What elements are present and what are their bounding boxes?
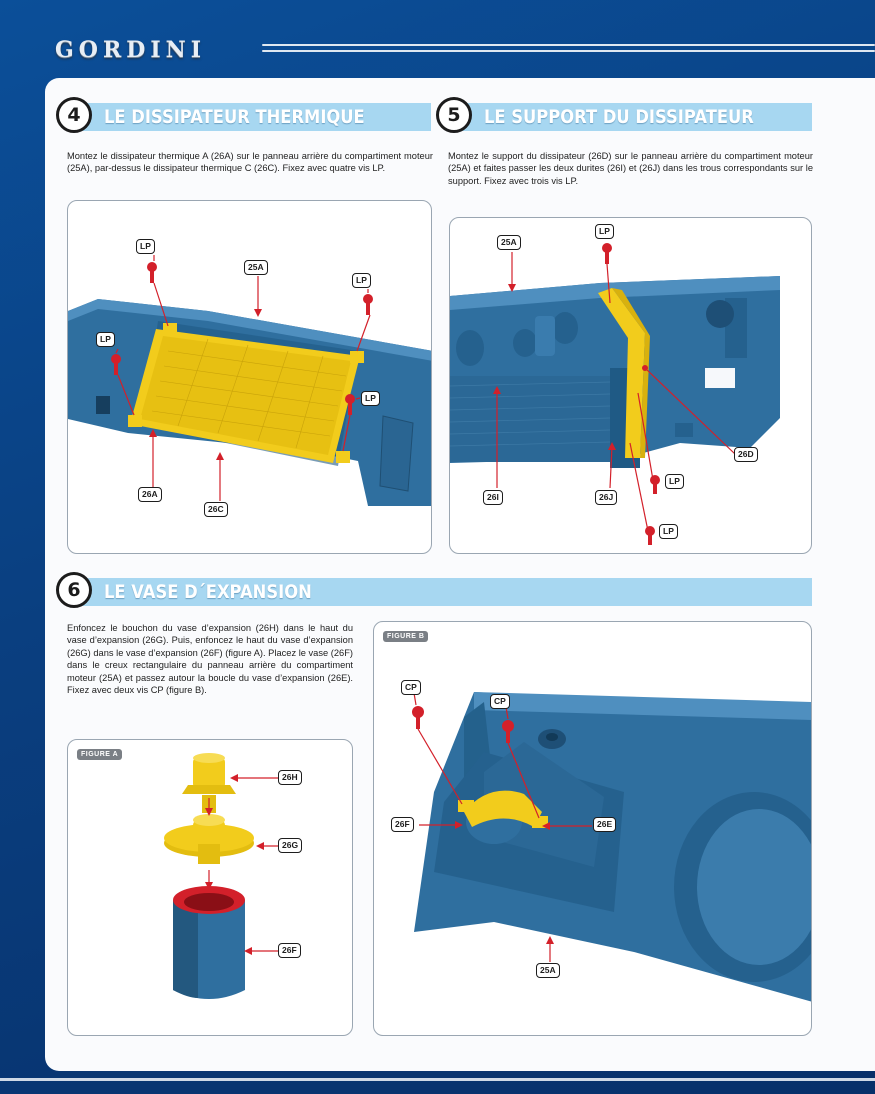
step-5-number: 5 bbox=[436, 97, 472, 133]
callout-cp-2: CP bbox=[490, 694, 510, 709]
callout-26e: 26E bbox=[593, 817, 617, 832]
callout-lp-3: LP bbox=[96, 332, 115, 347]
brand-bar: GORDINI bbox=[0, 0, 875, 78]
brand-logo: GORDINI bbox=[55, 37, 207, 63]
step-4-title: LE DISSIPATEUR THERMIQUE bbox=[104, 106, 365, 128]
figure-b-tag: FIGURE B bbox=[383, 631, 429, 642]
step-6-number: 6 bbox=[56, 572, 92, 608]
figure-b-drawing bbox=[412, 692, 811, 1002]
step-4-band bbox=[78, 103, 431, 131]
step-5-title: LE SUPPORT DU DISSIPATEUR bbox=[484, 106, 754, 128]
step-4-drawing bbox=[68, 255, 431, 506]
step-6-title: LE VASE D´EXPANSION bbox=[104, 581, 312, 603]
brand-lines bbox=[262, 44, 875, 58]
callout-lp-1: LP bbox=[136, 239, 155, 254]
step-5-text: Montez le support du dissipateur (26D) s… bbox=[448, 151, 813, 186]
callout-26f: 26F bbox=[391, 817, 414, 832]
step-5-illustration: 25A LP 26D LP 26I 26J LP bbox=[449, 217, 812, 554]
callout-lp-1: LP bbox=[595, 224, 614, 239]
figure-a-drawing bbox=[164, 753, 278, 999]
figure-b-illustration: FIGURE B CP CP 26F 26E 25A bbox=[373, 621, 812, 1036]
callout-25a: 25A bbox=[497, 235, 521, 250]
callout-cp-1: CP bbox=[401, 680, 421, 695]
step-4-text: Montez le dissipateur thermique A (26A) … bbox=[67, 151, 433, 174]
step-4-number: 4 bbox=[56, 97, 92, 133]
figure-a-illustration: FIGURE A 26H 26G 26F bbox=[67, 739, 353, 1036]
step-6-header: 6 LE VASE D´EXPANSION bbox=[56, 572, 812, 608]
step-5-header: 5 LE SUPPORT DU DISSIPATEUR bbox=[436, 97, 812, 133]
callout-25a: 25A bbox=[244, 260, 268, 275]
callout-26f: 26F bbox=[278, 943, 301, 958]
step-4-header: 4 LE DISSIPATEUR THERMIQUE bbox=[56, 97, 431, 133]
bottom-stripe bbox=[0, 1078, 875, 1081]
step-4-illustration: LP 25A LP LP LP 26A 26C bbox=[67, 200, 432, 554]
step-5-drawing bbox=[450, 243, 780, 545]
callout-26c: 26C bbox=[204, 502, 228, 517]
step-5-band bbox=[458, 103, 812, 131]
callout-26a: 26A bbox=[138, 487, 162, 502]
callout-25a: 25A bbox=[536, 963, 560, 978]
callout-26g: 26G bbox=[278, 838, 303, 853]
callout-26d: 26D bbox=[734, 447, 758, 462]
callout-lp-3: LP bbox=[659, 524, 678, 539]
callout-26j: 26J bbox=[595, 490, 618, 505]
callout-lp-2: LP bbox=[352, 273, 371, 288]
callout-lp-2: LP bbox=[665, 474, 684, 489]
callout-lp-4: LP bbox=[361, 391, 380, 406]
step-6-text: Enfoncez le bouchon du vase d’expansion … bbox=[67, 623, 353, 696]
step-6-band bbox=[78, 578, 812, 606]
figure-a-tag: FIGURE A bbox=[77, 749, 123, 760]
callout-26i: 26I bbox=[483, 490, 503, 505]
callout-26h: 26H bbox=[278, 770, 302, 785]
